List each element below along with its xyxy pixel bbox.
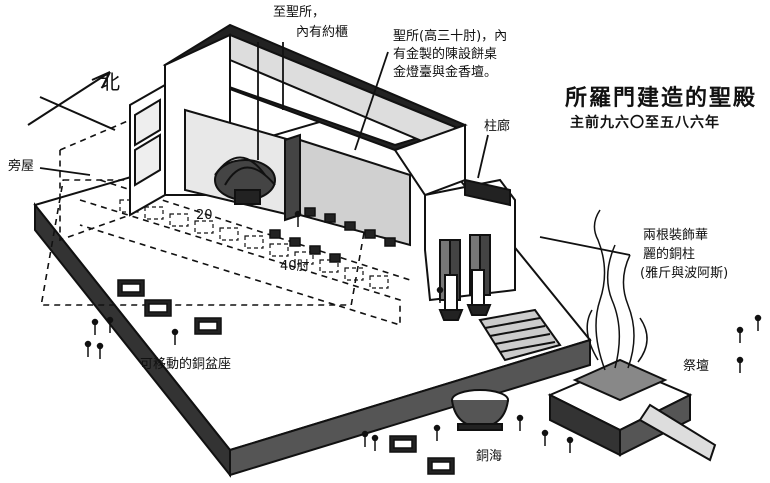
altar-label: 祭壇 xyxy=(683,359,710,374)
pillars-label-line1: 兩根裝飾華 xyxy=(643,228,709,243)
holy-place-label-line2: 有金製的陳設餅桌 xyxy=(393,47,498,62)
side-rooms-label: 旁屋 xyxy=(8,159,35,174)
diagram-subtitle: 主前九六〇至五八六年 xyxy=(570,115,720,131)
dimension-20: 20 xyxy=(196,208,213,223)
holy-place-furniture xyxy=(269,207,396,263)
bronze-sea-label: 銅海 xyxy=(476,449,503,464)
cherubim-ark xyxy=(214,156,276,205)
dimension-40: 40肘 xyxy=(280,259,310,274)
bronze-sea xyxy=(451,389,509,431)
diagram-title: 所羅門建造的聖殿 xyxy=(565,85,758,111)
people-figures xyxy=(84,210,762,453)
altar-fire xyxy=(586,209,648,371)
holy-of-holies-label-line1: 至聖所， xyxy=(273,5,326,20)
holy-place-label-line3: 金燈臺與金香壇。 xyxy=(393,65,498,80)
north-arrow xyxy=(27,71,116,131)
holy-of-holies-label-line2: 內有約櫃 xyxy=(296,25,349,40)
leader-lines xyxy=(39,42,631,256)
bronze-stands xyxy=(117,279,455,475)
north-label: 北 xyxy=(100,70,120,94)
holy-place-label-line1: 聖所(高三十肘)，內 xyxy=(393,29,508,44)
altar xyxy=(547,358,717,462)
porch-label: 柱廊 xyxy=(484,119,511,134)
pillars-label-line3: (雅斤與波阿斯) xyxy=(640,266,729,281)
bronze-stands-label: 可移動的銅盆座 xyxy=(140,357,232,372)
pillars-label-line2: 麗的銅柱 xyxy=(643,247,696,262)
